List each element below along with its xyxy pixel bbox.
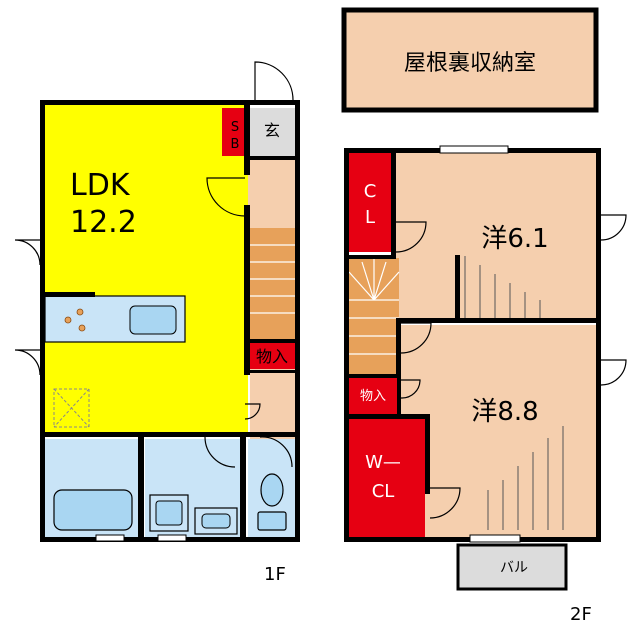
hall-1f <box>248 156 295 228</box>
wcl-label-bottom: CL <box>372 481 395 502</box>
ldk-size: 12.2 <box>70 205 137 240</box>
room-yo-6-1-label: 洋6.1 <box>481 224 548 254</box>
ldk-label: LDK <box>70 168 131 203</box>
floor-2: 屋根裏収納室 <box>341 7 627 625</box>
hall-2f <box>395 262 455 322</box>
closet-2f-label: 物入 <box>360 389 386 404</box>
kitchen-sink <box>129 305 177 335</box>
closet-1f-label: 物入 <box>256 347 288 366</box>
stove-burners <box>64 308 86 332</box>
genkan-label: 玄 <box>264 121 280 140</box>
windows-2f <box>439 145 521 543</box>
room-yo-8-8-label: 洋8.8 <box>471 397 538 427</box>
stair-treads-1f <box>250 244 295 314</box>
floor-1-label: 1F <box>264 564 286 585</box>
sb-label-bottom: B <box>231 137 240 152</box>
cl-label-bottom: L <box>365 207 375 228</box>
attic-storage <box>341 7 599 113</box>
walk-in-closet <box>349 418 425 537</box>
attic-label: 屋根裏収納室 <box>404 51 536 76</box>
doors-2f <box>395 214 627 519</box>
floor-1: LDK 12.2 S B 玄 物入 1F <box>14 61 300 585</box>
balcony <box>456 543 568 591</box>
floor-2-label: 2F <box>570 604 592 625</box>
ldk-room <box>45 102 248 432</box>
windows-1f <box>95 534 187 542</box>
bathtub <box>53 489 133 531</box>
fridge-space <box>53 388 90 428</box>
doors-1f <box>14 61 294 468</box>
closet-2f <box>349 378 397 414</box>
room-yo-8-8 <box>400 325 598 537</box>
stairs-1f <box>250 228 295 341</box>
cl-label-top: C <box>364 181 377 202</box>
closet-1f <box>250 341 295 369</box>
cl-closet <box>349 152 391 252</box>
genkan-area <box>250 108 295 156</box>
sb-label-top: S <box>231 120 239 135</box>
stair-treads-2f <box>348 258 400 355</box>
sb-closet <box>222 108 248 156</box>
slope-lines-6-1 <box>464 256 541 318</box>
balcony-label: バル <box>500 560 528 576</box>
slope-lines-8-8 <box>487 426 564 530</box>
toilet-icon <box>257 473 287 531</box>
wcl-label-top: W— <box>365 452 401 473</box>
